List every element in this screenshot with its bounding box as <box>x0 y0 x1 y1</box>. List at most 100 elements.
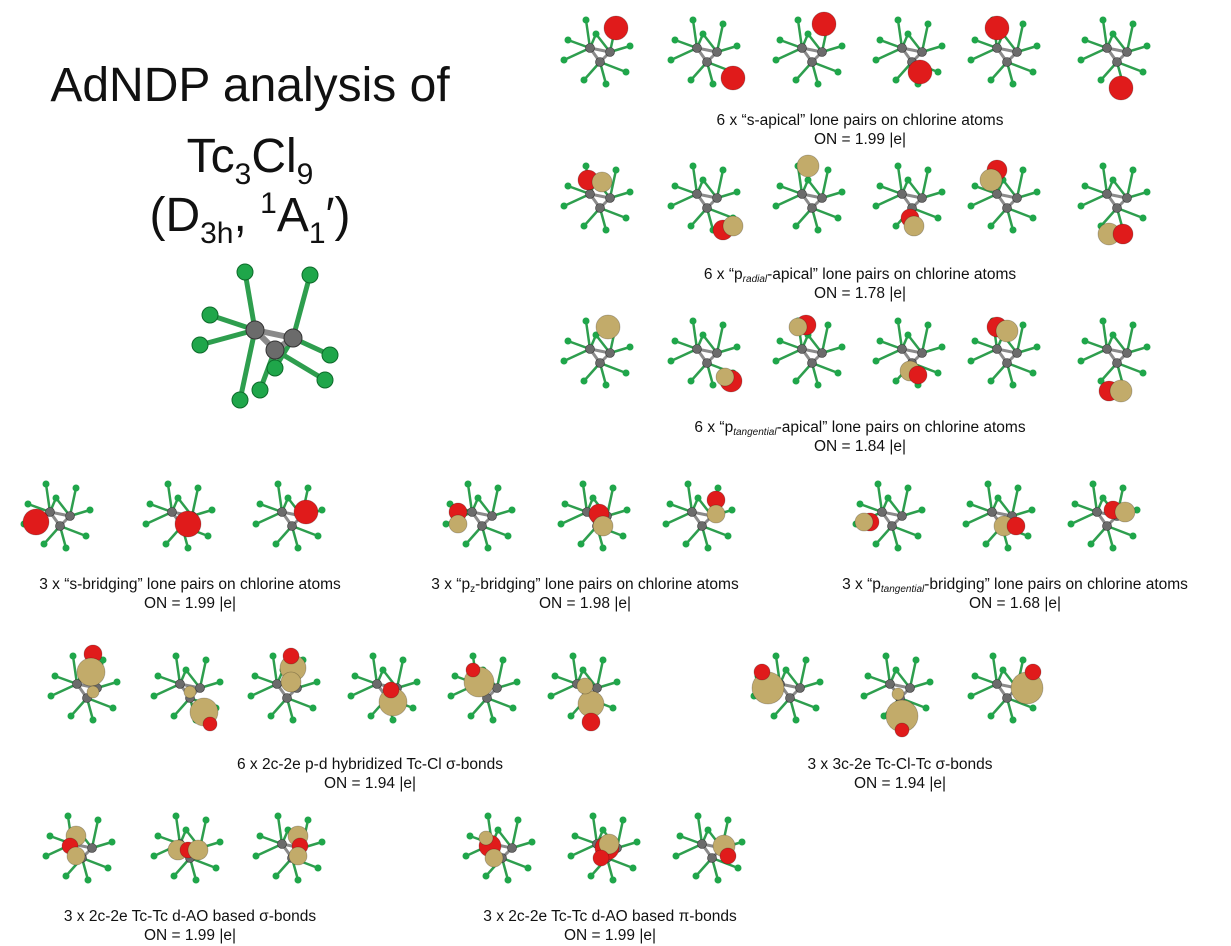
thumb-s-apical-4 <box>870 14 950 99</box>
molecule-icon <box>667 16 746 91</box>
thumb-p-radial-apical-1 <box>558 160 638 245</box>
molecule-icon <box>557 480 631 552</box>
gold-orbital-lobe <box>903 215 925 237</box>
thumb-bridging-1 <box>18 478 98 563</box>
thumb-p-radial-apical-6 <box>1075 160 1155 246</box>
molecule-icon <box>772 314 846 389</box>
molecule-icon <box>150 652 224 732</box>
thumb-bridging-4 <box>440 478 520 563</box>
red-orbital-lobe <box>603 15 629 41</box>
gold-orbital-lobe <box>854 512 874 532</box>
molecule-icon <box>252 480 326 552</box>
thumb-p-tangential-apical-1 <box>558 314 638 400</box>
caption-pz-bridging: 3 x “pz-bridging” lone pairs on chlorine… <box>431 576 739 612</box>
thumb-bridging-9 <box>1065 478 1145 563</box>
red-orbital-lobe <box>382 681 400 699</box>
molecule-icon <box>1077 16 1151 101</box>
gold-orbital-lobe <box>891 687 905 701</box>
thumb-p-tangential-apical-4 <box>870 315 950 400</box>
thumb-p-tangential-apical-2 <box>665 315 745 400</box>
red-orbital-lobe <box>908 365 928 385</box>
red-orbital-lobe <box>984 15 1010 41</box>
molecule-icon <box>560 314 634 389</box>
molecule-icon <box>772 11 846 88</box>
gold-orbital-lobe <box>76 657 106 687</box>
thumb-p-radial-apical-2 <box>665 160 745 245</box>
molecule-icon <box>962 480 1036 552</box>
gold-orbital-lobe <box>598 833 620 855</box>
formula: Tc3Cl9 <box>186 130 314 191</box>
thumb-tc-tc-5 <box>565 810 645 895</box>
gold-orbital-lobe <box>484 848 504 868</box>
molecule-icon <box>662 480 736 552</box>
thumb-p-radial-apical-5 <box>965 159 1045 245</box>
thumb-s-apical-3 <box>770 11 850 99</box>
gold-orbital-lobe <box>592 515 614 537</box>
thumb-tc-cl-2 <box>148 650 228 735</box>
red-orbital-lobe <box>719 847 737 865</box>
gold-orbital-lobe <box>591 171 613 193</box>
gold-orbital-lobe <box>478 830 494 846</box>
red-orbital-lobe <box>753 663 771 681</box>
molecule-icon <box>750 652 824 724</box>
molecule-icon <box>142 480 216 552</box>
molecule-icon <box>967 15 1041 88</box>
thumb-tc-cl-5 <box>445 650 525 735</box>
gold-orbital-lobe <box>995 319 1019 343</box>
thumb-bridging-2 <box>140 478 220 563</box>
gold-orbital-lobe <box>66 846 86 866</box>
molecule-icon <box>247 647 321 724</box>
thumb-s-apical-5 <box>965 14 1045 99</box>
molecule-icon <box>772 154 846 234</box>
thumb-tc-cl-8 <box>858 650 938 738</box>
thumb-tc-tc-3 <box>250 810 330 895</box>
thumb-tc-tc-1 <box>40 810 120 895</box>
gold-orbital-lobe <box>796 154 820 178</box>
red-orbital-lobe <box>202 716 218 732</box>
molecule-icon <box>347 652 421 724</box>
gold-orbital-lobe <box>280 671 302 693</box>
thumb-tc-cl-1 <box>45 644 125 735</box>
molecule-icon <box>42 812 116 884</box>
red-orbital-lobe <box>592 849 610 867</box>
gold-orbital-lobe <box>187 839 209 861</box>
thumb-bridging-6 <box>660 478 740 563</box>
thumb-tc-cl-4 <box>345 650 425 735</box>
molecule-icon <box>191 263 339 409</box>
molecule-icon <box>967 316 1041 389</box>
gold-orbital-lobe <box>576 677 594 695</box>
thumb-p-radial-apical-3 <box>770 154 850 245</box>
caption-tc-cl-tc-sigma: 3 x 3c-2e Tc-Cl-Tc σ-bonds ON = 1.94 |e| <box>807 756 993 792</box>
title-line1: AdNDP analysis of <box>50 59 450 112</box>
red-orbital-lobe <box>894 722 910 738</box>
gold-orbital-lobe <box>1114 501 1136 523</box>
thumb-tc-cl-9 <box>965 650 1045 735</box>
gold-orbital-lobe <box>86 685 100 699</box>
thumb-tc-tc-2 <box>148 810 228 895</box>
molecule-icon <box>20 480 94 552</box>
thumb-s-apical-1 <box>558 14 638 99</box>
gold-orbital-lobe <box>183 685 197 699</box>
thumb-bridging-8 <box>960 478 1040 563</box>
molecule-icon <box>1077 162 1151 246</box>
molecule-icon <box>560 15 634 88</box>
molecule-icon <box>252 812 326 884</box>
thumb-s-apical-2 <box>665 14 746 99</box>
molecule-icon <box>560 162 634 234</box>
thumb-p-tangential-apical-3 <box>770 314 850 400</box>
molecule-icon <box>672 812 746 884</box>
thumb-tc-cl-6 <box>545 650 625 735</box>
thumb-p-tangential-apical-5 <box>965 315 1045 400</box>
red-orbital-lobe <box>811 11 837 37</box>
thumb-bridging-3 <box>250 478 330 563</box>
thumb-tc-tc-4 <box>460 810 540 895</box>
molecule-icon <box>967 652 1044 724</box>
thumb-p-radial-apical-4 <box>870 160 950 245</box>
thumb-tc-cl-7 <box>748 650 828 735</box>
molecule-icon <box>667 162 744 241</box>
page-title: AdNDP analysis of <box>20 62 480 110</box>
molecule-icon <box>667 317 743 393</box>
molecule-icon <box>47 644 121 724</box>
red-orbital-lobe <box>1006 516 1026 536</box>
molecule-icon <box>872 16 946 88</box>
